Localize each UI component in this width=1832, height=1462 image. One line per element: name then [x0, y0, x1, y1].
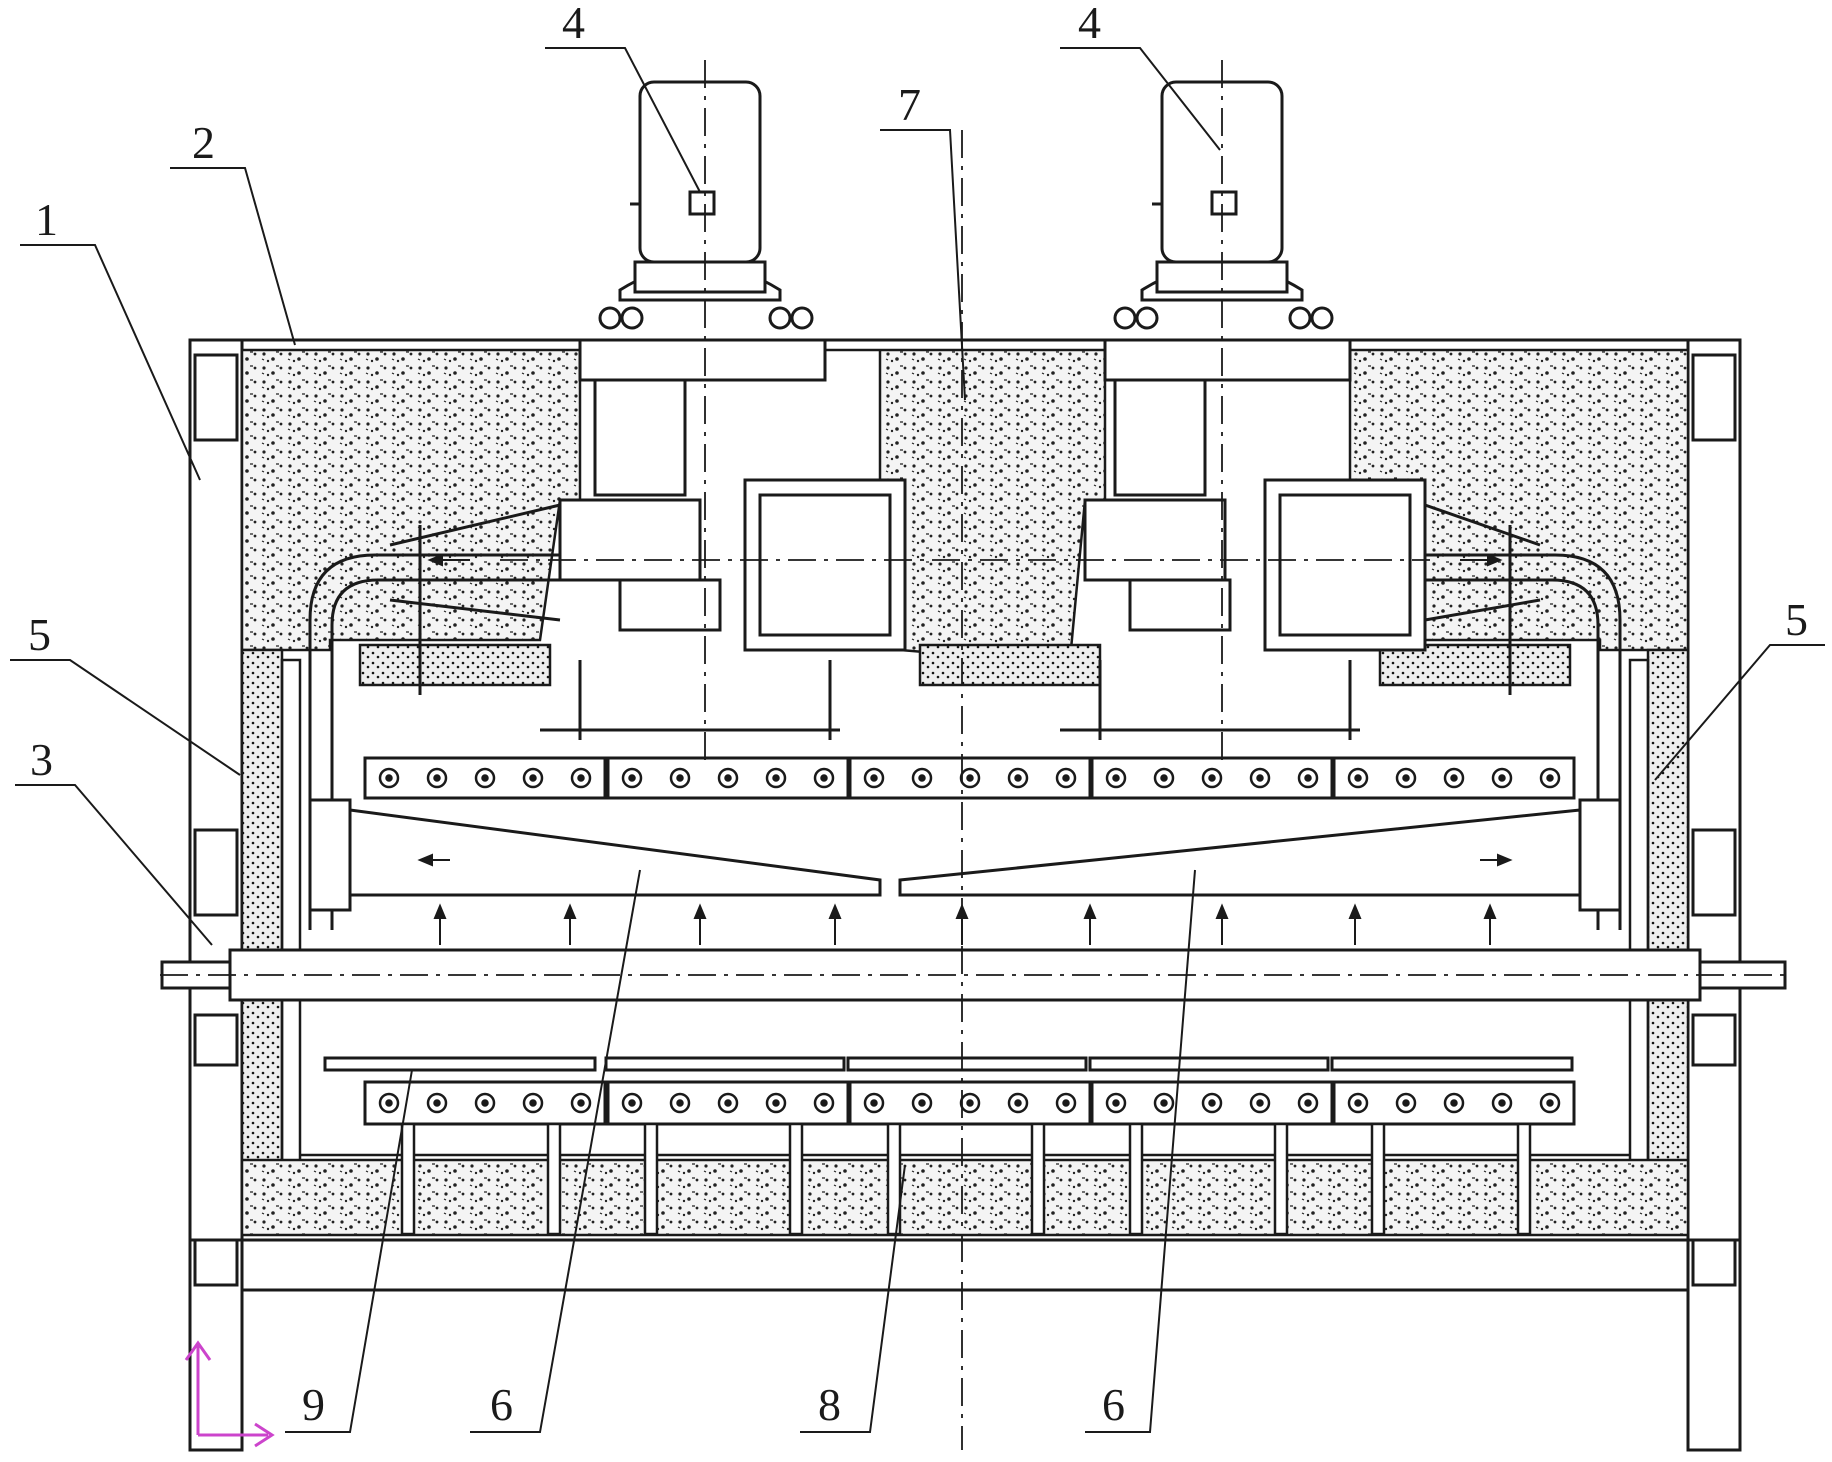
bolt-center [1208, 774, 1216, 782]
callout-8: 8 [818, 1379, 841, 1430]
bolt-center [1256, 1099, 1264, 1107]
callout-2: 2 [192, 117, 215, 168]
lower-trays [323, 1056, 1576, 1126]
bolt-center [481, 774, 489, 782]
callout-5-left: 5 [28, 609, 51, 660]
bolt-center [870, 1099, 878, 1107]
bolt-center [676, 774, 684, 782]
bolt-center [1112, 774, 1120, 782]
outer-frame [188, 338, 1742, 1452]
bolt-center [1354, 774, 1362, 782]
bolt-center [724, 774, 732, 782]
flow-arrows [417, 553, 1513, 945]
bolt-center [772, 774, 780, 782]
bolt-center [918, 1099, 926, 1107]
bolt-center [385, 1099, 393, 1107]
bolt-center [772, 1099, 780, 1107]
callout-3: 3 [30, 734, 53, 785]
flow-arrow-icon [427, 553, 443, 567]
floor-insulation [240, 1153, 1690, 1237]
bolt-center [1062, 774, 1070, 782]
bolt-center [918, 774, 926, 782]
flow-arrow-icon [1497, 853, 1513, 867]
callout-4-left: 4 [562, 0, 585, 48]
flow-arrow-icon [417, 853, 433, 867]
bolt-center [966, 1099, 974, 1107]
bolt-center [1304, 774, 1312, 782]
side-wall-insulation [240, 648, 1690, 1212]
bolt-center [433, 1099, 441, 1107]
callout-7: 7 [898, 79, 921, 130]
bolt-center [1402, 1099, 1410, 1107]
bolt-center [1450, 1099, 1458, 1107]
motor-right [1083, 80, 1427, 652]
motor-left [558, 80, 907, 652]
flow-arrow-icon [563, 903, 577, 919]
bolt-center [529, 774, 537, 782]
bolt-center [529, 1099, 537, 1107]
bolt-center [481, 1099, 489, 1107]
callout-4-right: 4 [1078, 0, 1101, 48]
bolt-center [966, 774, 974, 782]
lower-heater-bolts [378, 1092, 1561, 1114]
bolt-center [1160, 774, 1168, 782]
flow-arrow-icon [955, 903, 969, 919]
flow-arrow-icon [1348, 903, 1362, 919]
flow-arrow-icon [433, 903, 447, 919]
flow-arrow-icon [693, 903, 707, 919]
upper-heater-bolts [378, 767, 1561, 789]
bolt-center [628, 1099, 636, 1107]
bolt-center [628, 774, 636, 782]
bolt-center [1112, 1099, 1120, 1107]
bolt-center [676, 1099, 684, 1107]
bolt-center [870, 774, 878, 782]
flow-arrow-icon [1083, 903, 1097, 919]
air-ducts [308, 503, 1622, 930]
axis-marker-icon [184, 1340, 275, 1448]
wedge-deflectors [308, 798, 1622, 912]
bolt-center [1062, 1099, 1070, 1107]
bolt-center [1014, 774, 1022, 782]
bolt-center [1354, 1099, 1362, 1107]
callout-labels: 1 2 3 4 4 5 5 6 6 7 8 9 [28, 0, 1808, 1430]
roof-insulation [240, 348, 1690, 687]
bolt-center [1208, 1099, 1216, 1107]
callout-5-right: 5 [1785, 594, 1808, 645]
bolt-center [1498, 774, 1506, 782]
bolt-center [1256, 774, 1264, 782]
flow-arrow-icon [828, 903, 842, 919]
bolt-center [1498, 1099, 1506, 1107]
bolt-center [1160, 1099, 1168, 1107]
bolt-center [1546, 1099, 1554, 1107]
bolt-center [820, 1099, 828, 1107]
bolt-center [577, 774, 585, 782]
bolt-center [1304, 1099, 1312, 1107]
flow-arrow-icon [1487, 553, 1503, 567]
bolt-center [385, 774, 393, 782]
bolt-center [1014, 1099, 1022, 1107]
support-legs [400, 1122, 1532, 1236]
bolt-center [1402, 774, 1410, 782]
callout-1: 1 [35, 194, 58, 245]
leader-lines [10, 47, 1825, 1433]
callout-6-right: 6 [1102, 1379, 1125, 1430]
flow-arrow-icon [1215, 903, 1229, 919]
callout-9: 9 [302, 1379, 325, 1430]
bolt-center [1546, 774, 1554, 782]
flow-arrow-icon [1483, 903, 1497, 919]
bolt-center [820, 774, 828, 782]
callout-6-left: 6 [490, 1379, 513, 1430]
bolt-center [724, 1099, 732, 1107]
bolt-center [1450, 774, 1458, 782]
bolt-center [433, 774, 441, 782]
bolt-center [577, 1099, 585, 1107]
